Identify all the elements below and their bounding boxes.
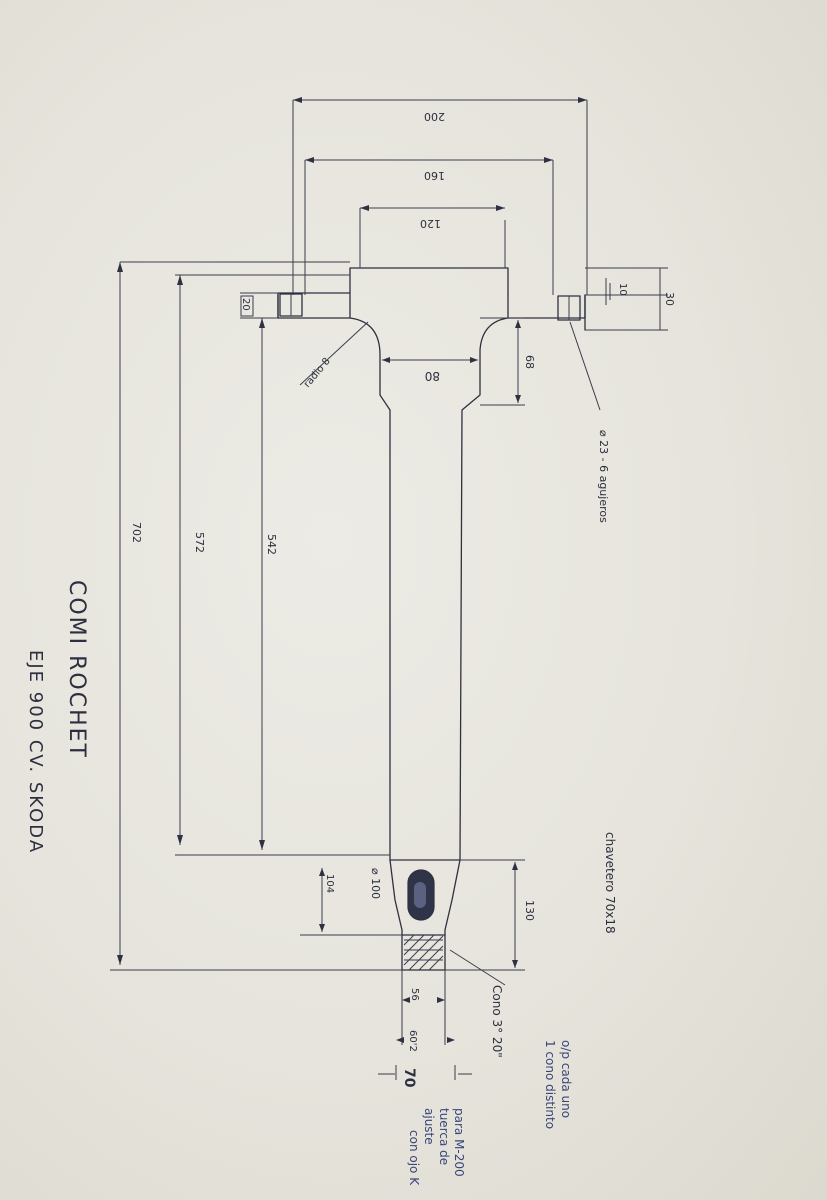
shaft-left-side — [349, 317, 391, 861]
dim-702: 702 — [130, 522, 143, 543]
title-block: COMI ROCHET EJE 900 CV. SKODA — [25, 580, 89, 854]
shaft-outline — [277, 267, 586, 971]
dim-130: 130 — [523, 900, 536, 921]
dim-56: 56 — [409, 988, 420, 1001]
note-holes: ⌀ 23 - 6 agujeros — [597, 430, 610, 523]
dim-20: 20 — [240, 298, 251, 311]
title-line-2: EJE 900 CV. SKODA — [25, 650, 46, 854]
note-corner-1: o/p cada uno — [559, 1040, 573, 1118]
dim-160: 160 — [424, 169, 445, 182]
dim-100: ⌀ 100 — [369, 868, 382, 899]
flange-hub — [349, 267, 509, 296]
dim-80: 80 — [425, 369, 440, 383]
note-ojo: con ojo K — [407, 1130, 421, 1186]
dim-10: 10 — [617, 283, 628, 296]
thread-hatch — [403, 934, 444, 971]
cone-right — [444, 859, 461, 971]
top-dimensions — [240, 97, 668, 411]
length-dimensions — [110, 261, 525, 1080]
dim-542: 542 — [265, 534, 278, 555]
note-para-m200: para M-200 — [452, 1108, 466, 1177]
dim-120: 120 — [420, 217, 441, 230]
dimension-texts: 200 160 120 30 10 68 80 20 radio 8 542 5… — [130, 110, 676, 1052]
note-tuerca: tuerca de — [437, 1108, 451, 1165]
dim-30: 30 — [663, 292, 676, 306]
dim-200: 200 — [424, 110, 445, 123]
keyway-highlight — [414, 882, 426, 908]
cone-left — [389, 859, 403, 971]
dim-572: 572 — [193, 532, 206, 553]
annotation-notes: ⌀ 23 - 6 agujeros chavetero 70x18 Cono 3… — [401, 430, 617, 1186]
dim-104: 104 — [324, 874, 335, 893]
dim-602: 60'2 — [407, 1030, 418, 1052]
note-ajuste: ajuste — [422, 1108, 436, 1145]
dim-68: 68 — [523, 355, 536, 369]
note-corner-2: 1 cono distinto — [543, 1040, 557, 1129]
dim-radio: radio 8 — [302, 356, 333, 390]
shaft-right-side — [459, 317, 509, 861]
note-thread-70: 70 — [401, 1068, 417, 1088]
flange-right-part — [507, 294, 586, 319]
note-cone: Cono 3° 20" — [490, 985, 504, 1058]
flange-left-part — [277, 292, 351, 319]
note-keyway: chavetero 70x18 — [603, 832, 617, 934]
title-line-1: COMI ROCHET — [64, 580, 89, 759]
